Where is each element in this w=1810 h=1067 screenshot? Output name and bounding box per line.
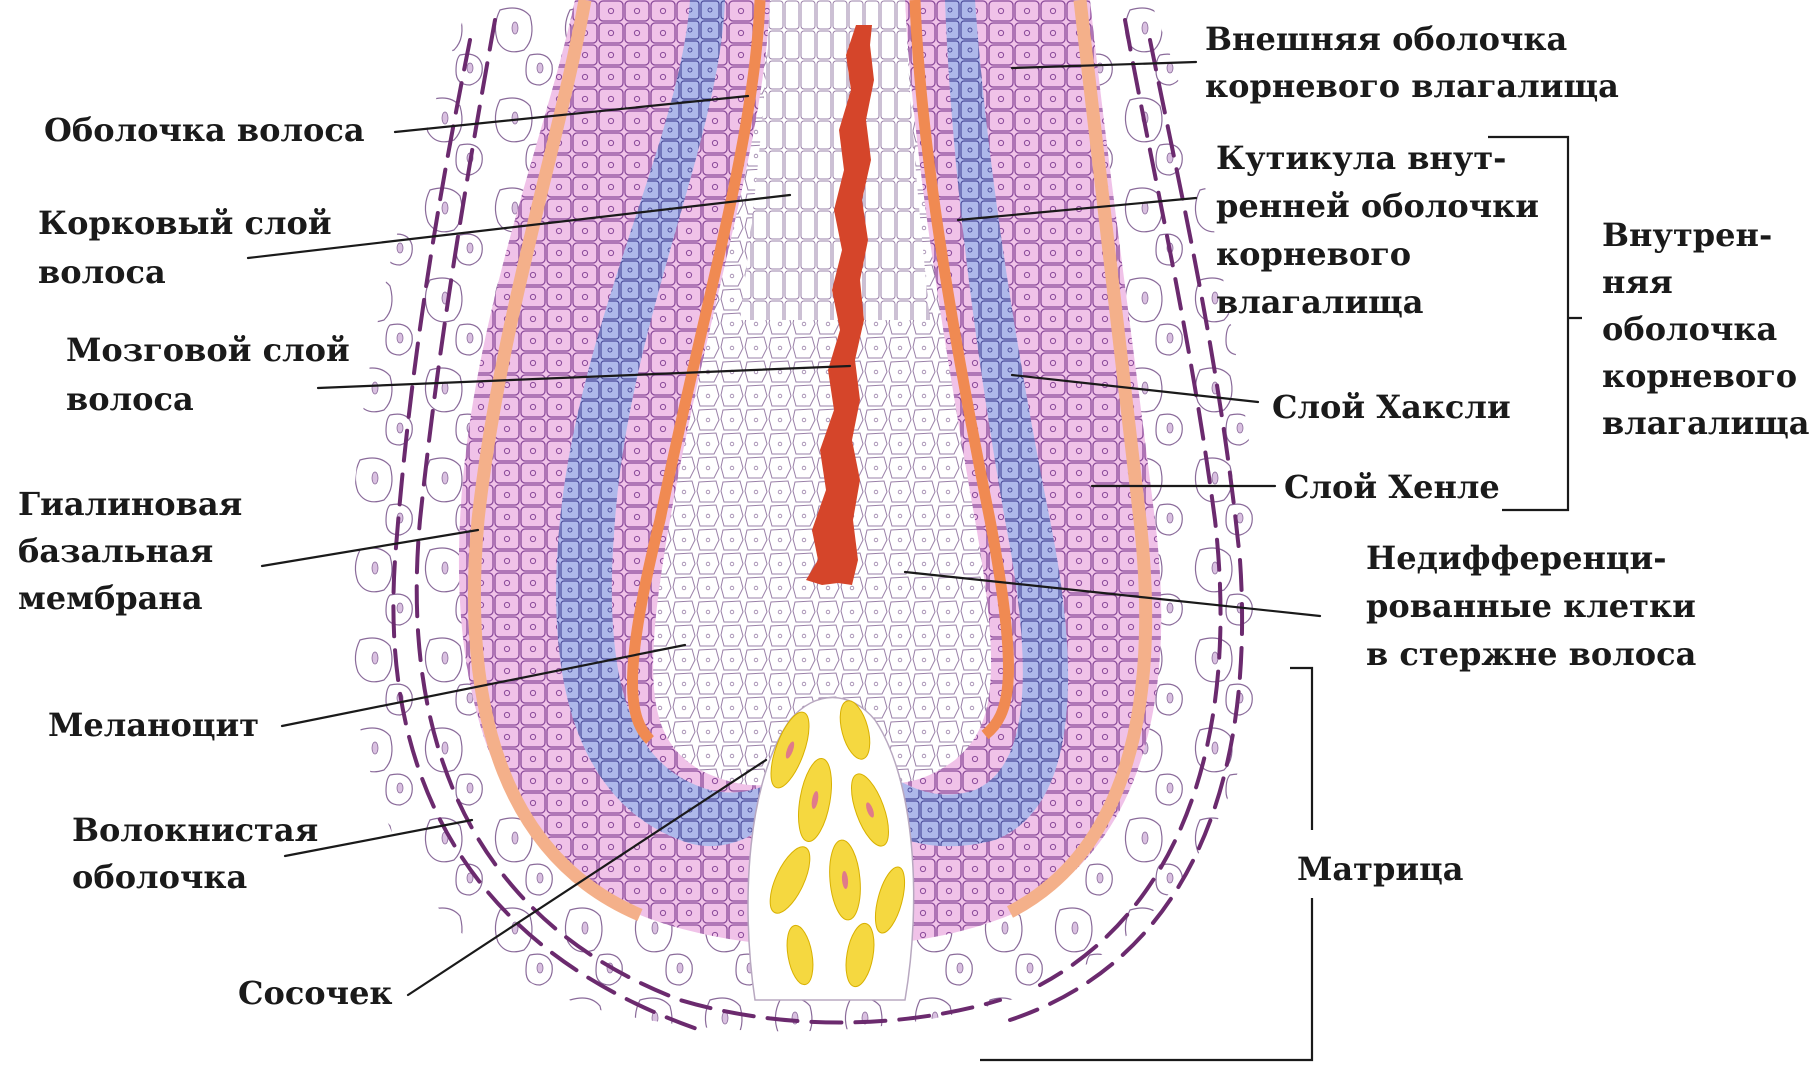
label-matrix: Матрица bbox=[1297, 850, 1463, 888]
label-medulla: Мозговой слой волоса bbox=[66, 331, 361, 418]
label-outer-root-sheath: Внешняя оболочка корневого влагалища bbox=[1205, 20, 1619, 105]
label-papilla: Сосочек bbox=[238, 974, 393, 1012]
label-fibrous-sheath: Волокнистая оболочка bbox=[72, 811, 329, 896]
label-hair-cuticle: Оболочка волоса bbox=[44, 111, 365, 149]
label-inner-root-sheath: Внутрен- няя оболочка корневого влагалищ… bbox=[1602, 216, 1810, 442]
label-melanocyte: Меланоцит bbox=[48, 706, 259, 744]
label-henle-layer: Слой Хенле bbox=[1284, 468, 1500, 506]
label-undifferentiated-cells: Недифференци- рованные клетки в стержне … bbox=[1366, 539, 1707, 673]
label-glassy-membrane: Гиалиновая базальная мембрана bbox=[18, 485, 253, 617]
label-cortex: Корковый слой волоса bbox=[38, 204, 343, 291]
label-huxley-layer: Слой Хаксли bbox=[1272, 388, 1511, 426]
label-irs-cuticle: Кутикула внут- ренней оболочки корневого… bbox=[1216, 139, 1550, 321]
